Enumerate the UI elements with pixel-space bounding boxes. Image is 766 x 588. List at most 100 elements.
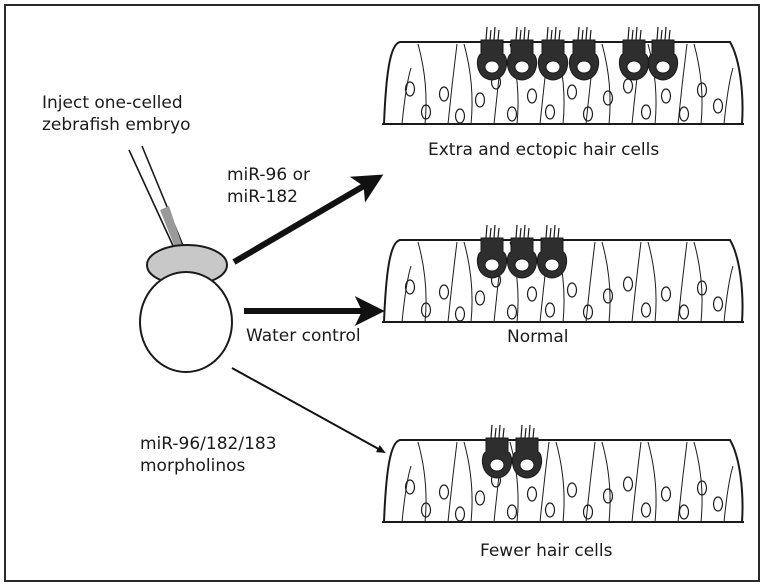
stereocilia (515, 224, 518, 239)
support-cell-wall (723, 465, 734, 523)
support-cell-nucleus (582, 304, 594, 320)
stereocilia (581, 29, 584, 41)
stereocilia (532, 427, 535, 439)
support-cell-nucleus (622, 476, 634, 492)
support-cell-wall (463, 43, 473, 125)
hair-cell (568, 26, 600, 81)
support-cell-nucleus (438, 86, 450, 102)
support-cell-nucleus (506, 304, 518, 320)
stereocilia (494, 427, 497, 439)
support-cell-wall (401, 67, 412, 125)
hair-cell-body (647, 39, 679, 81)
support-cell-wall (401, 265, 412, 323)
support-cell-nucleus (526, 88, 538, 104)
hair-cell-body (506, 39, 538, 81)
support-cell-nucleus (678, 504, 690, 520)
arrow-to-fewer (231, 367, 386, 453)
embryo-yolk (139, 271, 233, 373)
figure-border (4, 4, 760, 582)
hair-cell-body (481, 437, 513, 479)
normal-caption: Normal (507, 327, 569, 347)
stereocilia (493, 26, 496, 41)
support-cell-nucleus (678, 304, 690, 320)
support-cell-wall (447, 241, 458, 323)
hair-cell-nucleus (519, 458, 535, 472)
support-cell-nucleus (566, 482, 578, 498)
hair-cell (481, 424, 513, 479)
support-cell-nucleus (420, 502, 432, 518)
stereocilia (664, 26, 667, 41)
stereocilia (656, 26, 659, 41)
hair-cell-body (476, 237, 508, 279)
support-cell-nucleus (660, 88, 672, 104)
hair-cell-body (618, 39, 650, 81)
stereocilia (527, 29, 530, 41)
zebrafish-embryo (139, 244, 233, 373)
neuromast-fewer (382, 424, 744, 523)
support-cell-nucleus (582, 106, 594, 122)
arrow-to-extra (232, 174, 384, 265)
support-cell-wall (677, 43, 688, 125)
support-cell-nucleus (602, 288, 614, 304)
stereocilia (554, 26, 557, 41)
support-cell-wall (601, 241, 611, 323)
stereocilia (668, 29, 671, 41)
support-cell-nucleus (438, 284, 450, 300)
stereocilia (490, 424, 493, 439)
support-cell-nucleus (640, 502, 652, 518)
injection-label: Inject one-celled zebrafish embryo (42, 92, 191, 136)
stereocilia (577, 26, 580, 41)
fewer-hair-cells-caption: Fewer hair cells (480, 541, 613, 561)
injection-label-line1: Inject one-celled (42, 93, 183, 113)
hair-cell-nucleus (545, 60, 561, 74)
support-cell-nucleus (474, 490, 486, 506)
neuromast-outline (383, 239, 744, 323)
stereocilia (631, 29, 634, 41)
stereocilia (519, 227, 522, 239)
stereocilia (546, 26, 549, 41)
support-cell-nucleus (454, 506, 466, 522)
support-cell-nucleus (602, 488, 614, 504)
hair-cell (647, 26, 679, 81)
support-cell-nucleus (566, 282, 578, 298)
support-cell-wall (585, 441, 596, 523)
neuromast-outline (383, 41, 744, 125)
support-cell-wall (693, 241, 703, 323)
support-cell-nucleus (622, 78, 634, 94)
support-cell-wall (631, 441, 642, 523)
support-cell-nucleus (712, 496, 724, 512)
support-cell-nucleus (660, 286, 672, 302)
hair-cell (506, 224, 538, 279)
stereocilia (523, 224, 526, 239)
support-cell-wall (463, 241, 473, 323)
hair-cell-nucleus (489, 458, 505, 472)
stereocilia (515, 26, 518, 41)
support-cell-nucleus (526, 486, 538, 502)
support-cell-wall (555, 441, 565, 523)
hair-cell-body (511, 437, 543, 479)
morpholino-line1: miR-96/182/183 (140, 434, 277, 454)
mir-treatment-label: miR-96 or miR-182 (227, 164, 310, 208)
stereocilia (585, 26, 588, 41)
stereocilia (489, 227, 492, 239)
support-cell-wall (677, 441, 688, 523)
support-cell-nucleus (582, 504, 594, 520)
morpholino-label: miR-96/182/183 morpholinos (140, 433, 277, 477)
stereocilia (502, 427, 505, 439)
hair-cell-nucleus (484, 258, 500, 272)
support-cell-nucleus (602, 90, 614, 106)
support-cell-nucleus (696, 280, 708, 296)
hair-cell (536, 224, 568, 279)
stereocilia (485, 26, 488, 41)
support-cell-wall (631, 241, 642, 323)
stereocilia (627, 26, 630, 41)
hair-cell-nucleus (544, 258, 560, 272)
support-cell-wall (647, 43, 657, 125)
support-cell-nucleus (420, 104, 432, 120)
support-cell-wall (417, 241, 427, 323)
stereocilia (553, 224, 556, 239)
stereocilia (558, 29, 561, 41)
support-cell-nucleus (454, 108, 466, 124)
support-cell-nucleus (544, 302, 556, 318)
support-cell-nucleus (474, 92, 486, 108)
